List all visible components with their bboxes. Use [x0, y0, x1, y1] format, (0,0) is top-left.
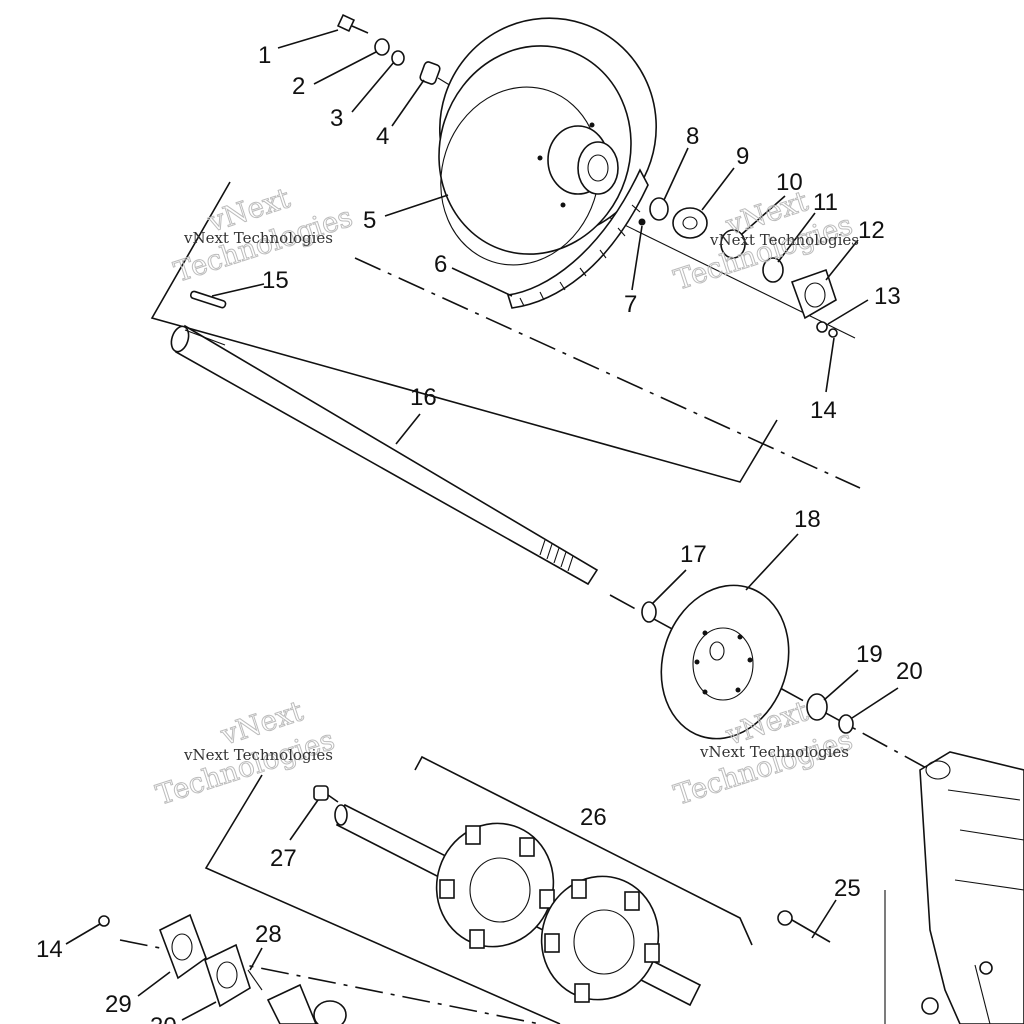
leader-lines [65, 29, 899, 1021]
drive-shaft-16 [170, 324, 599, 586]
callout-27: 27 [270, 845, 297, 872]
track-drive-shaft-26 [334, 803, 702, 1007]
callout-5: 5 [363, 207, 376, 234]
bearing-housing-lower [266, 983, 347, 1024]
callout-29: 29 [105, 991, 132, 1018]
flange-plate-12 [790, 268, 837, 320]
bearing-19 [806, 693, 828, 721]
lock-washer-3 [391, 50, 405, 66]
callout-19: 19 [856, 641, 883, 668]
callout-11: 11 [813, 189, 838, 216]
drive-sprocket-a [435, 822, 555, 949]
circlip-17 [641, 601, 657, 623]
bolt-27 [313, 785, 339, 803]
watermark-mid-left: vNext Technologies vNext Technologies [151, 694, 338, 813]
callout-labels: 1 2 3 4 5 6 7 8 9 10 11 12 13 14 15 16 1… [36, 42, 923, 1024]
collar-11 [762, 257, 784, 283]
callout-10: 10 [776, 169, 803, 196]
callout-14: 14 [810, 397, 837, 424]
callout-25: 25 [834, 875, 861, 902]
callout-4: 4 [376, 123, 389, 150]
callout-20: 20 [896, 658, 923, 685]
callout-18: 18 [794, 506, 821, 533]
washer-2 [374, 38, 390, 56]
bolt-1 [336, 13, 369, 34]
seal-9 [672, 207, 708, 239]
nut-13 [816, 321, 828, 333]
callout-16: 16 [410, 384, 437, 411]
nut-14-lower [98, 915, 110, 927]
callout-8: 8 [686, 123, 699, 150]
callout-13: 13 [874, 283, 901, 310]
bolt-14 [828, 328, 838, 338]
bearing-flange-29 [158, 913, 207, 980]
bearing-10 [720, 229, 746, 259]
callout-7: 7 [624, 291, 637, 318]
circlip-20 [838, 714, 854, 734]
bolt-25 [777, 910, 831, 943]
callout-6: 6 [434, 251, 447, 278]
callout-17: 17 [680, 541, 707, 568]
svg-text:vNext Technologies: vNext Technologies [183, 746, 333, 764]
nut-lower [921, 997, 939, 1015]
callout-26: 26 [580, 804, 607, 831]
chaincase-housing [884, 751, 1024, 1024]
driven-sprocket-5 [438, 17, 657, 266]
washer-8 [649, 197, 669, 221]
drive-sprocket-b [540, 875, 660, 1003]
callout-15: 15 [262, 267, 289, 294]
callout-1: 1 [258, 42, 271, 69]
flange-plate-30 [204, 943, 251, 1008]
key-15 [189, 290, 227, 309]
key-7 [638, 218, 646, 226]
callout-3: 3 [330, 105, 343, 132]
callout-30: 30 [150, 1013, 177, 1024]
assembly-centerlines [119, 181, 931, 1024]
callout-9: 9 [736, 143, 749, 170]
svg-text:vNext Technologies: vNext Technologies [699, 743, 849, 761]
drive-bracket [414, 755, 753, 946]
callout-2: 2 [292, 73, 305, 100]
svg-text:vNext Technologies: vNext Technologies [183, 229, 333, 247]
lower-group-bracket [204, 774, 561, 1024]
svg-text:vNext Technologies: vNext Technologies [709, 231, 859, 249]
callout-12: 12 [858, 217, 885, 244]
callout-28: 28 [255, 921, 282, 948]
drive-chain-6 [506, 168, 649, 309]
callout-14-lower: 14 [36, 936, 63, 963]
shaft-group-bracket [150, 181, 778, 483]
